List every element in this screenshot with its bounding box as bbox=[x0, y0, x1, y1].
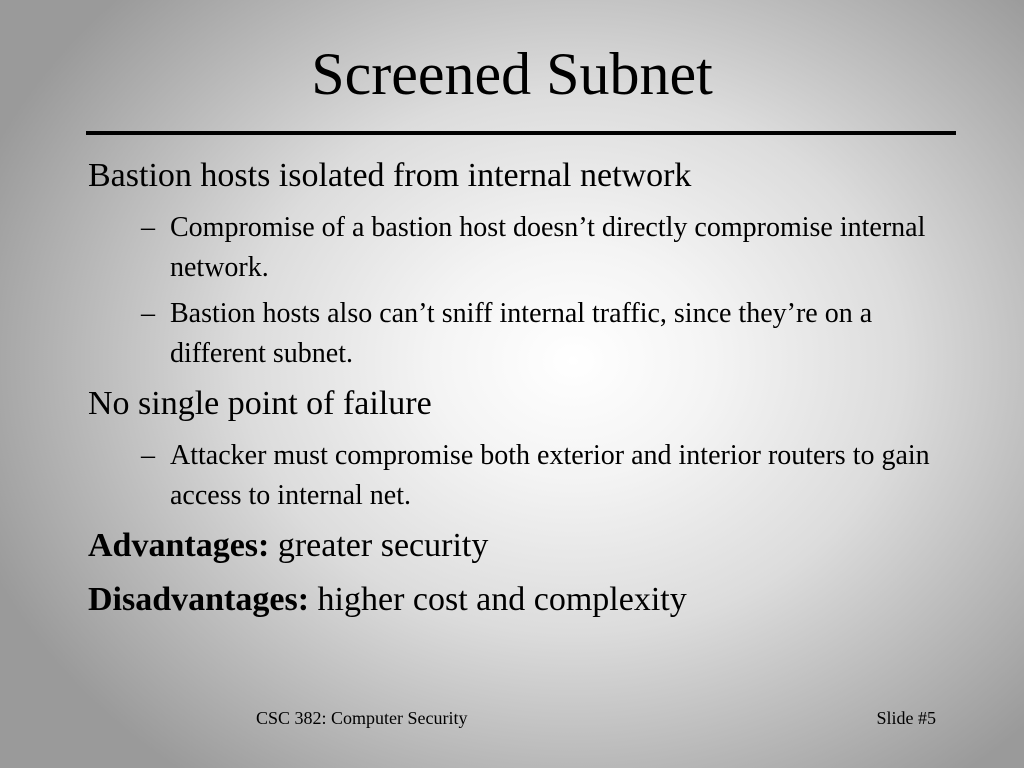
slide-title: Screened Subnet bbox=[311, 41, 713, 107]
advantages-label: Advantages: bbox=[88, 527, 270, 564]
bullet-disadvantages: Disadvantages: higher cost and complexit… bbox=[88, 578, 948, 622]
bullet-advantages: Advantages: greater security bbox=[88, 524, 948, 568]
dash-marker: – bbox=[141, 212, 155, 243]
sub-bullet-text: Compromise of a bastion host doesn’t dir… bbox=[170, 212, 926, 283]
advantages-text: greater security bbox=[269, 527, 489, 564]
sub-bullet-list: – Attacker must compromise both exterior… bbox=[88, 436, 948, 516]
title-underline bbox=[86, 131, 956, 135]
sub-bullet-list: – Compromise of a bastion host doesn’t d… bbox=[88, 208, 948, 374]
sub-bullet: – Attacker must compromise both exterior… bbox=[88, 436, 948, 516]
dash-marker: – bbox=[141, 440, 155, 471]
bullet-bastion-isolated: Bastion hosts isolated from internal net… bbox=[88, 157, 692, 194]
sub-bullet: – Bastion hosts also can’t sniff interna… bbox=[88, 294, 948, 374]
disadvantages-text: higher cost and complexity bbox=[309, 581, 687, 618]
sub-bullet: – Compromise of a bastion host doesn’t d… bbox=[88, 208, 948, 288]
disadvantages-label: Disadvantages: bbox=[88, 581, 310, 618]
slide-content: Bastion hosts isolated from internal net… bbox=[88, 154, 948, 632]
footer-slide-number: Slide #5 bbox=[876, 708, 936, 728]
footer-course-title: CSC 382: Computer Security bbox=[256, 708, 468, 728]
sub-bullet-text: Attacker must compromise both exterior a… bbox=[170, 440, 930, 511]
sub-bullet-text: Bastion hosts also can’t sniff internal … bbox=[170, 298, 873, 369]
dash-marker: – bbox=[141, 298, 155, 329]
bullet-no-single-point: No single point of failure bbox=[88, 385, 432, 422]
